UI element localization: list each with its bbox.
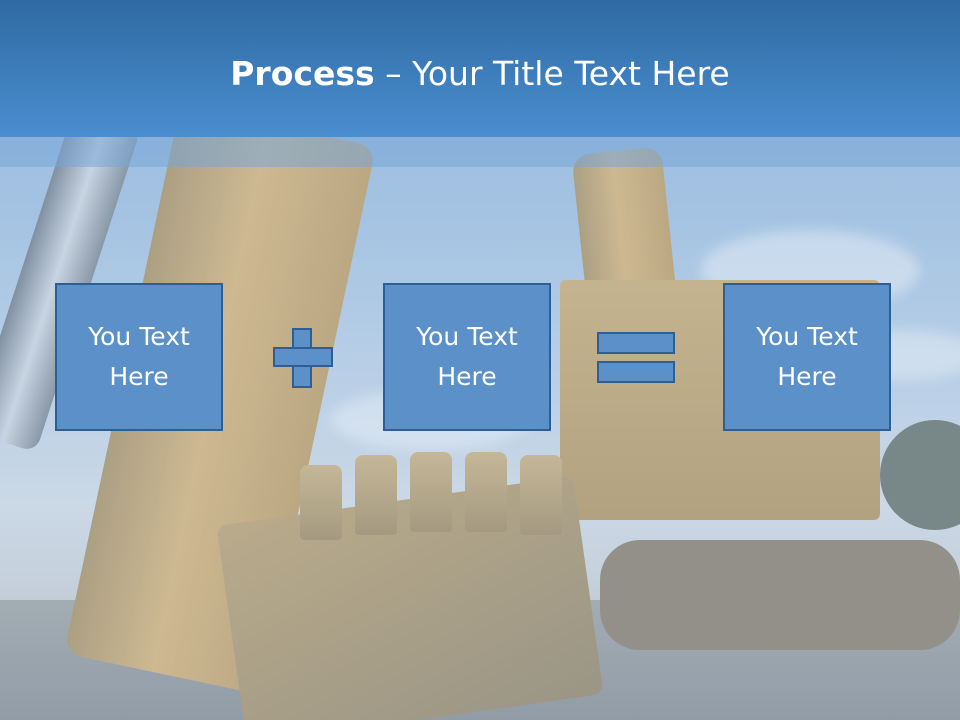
slide-title[interactable]: Process – Your Title Text Here bbox=[0, 52, 960, 96]
title-bold: Process bbox=[230, 54, 375, 93]
bucket-tooth bbox=[520, 455, 562, 535]
process-box-2[interactable]: You Text Here bbox=[383, 283, 551, 431]
process-box-text: You Text Here bbox=[88, 322, 190, 391]
bucket-tooth bbox=[355, 455, 397, 535]
process-box-text: You Text Here bbox=[756, 322, 858, 391]
process-box-1[interactable]: You Text Here bbox=[55, 283, 223, 431]
plus-center bbox=[294, 349, 310, 365]
bucket-tooth bbox=[410, 452, 452, 532]
bucket-tooth bbox=[465, 452, 507, 532]
tree bbox=[880, 420, 960, 530]
equals-top-bar bbox=[597, 332, 675, 354]
excavator-track bbox=[600, 540, 960, 650]
process-box-text: You Text Here bbox=[416, 322, 518, 391]
title-band bbox=[0, 137, 960, 167]
title-bar bbox=[0, 0, 960, 137]
title-rest: – Your Title Text Here bbox=[374, 54, 730, 93]
equals-bottom-bar bbox=[597, 361, 675, 383]
bucket-tooth bbox=[300, 465, 342, 540]
process-box-3[interactable]: You Text Here bbox=[723, 283, 891, 431]
